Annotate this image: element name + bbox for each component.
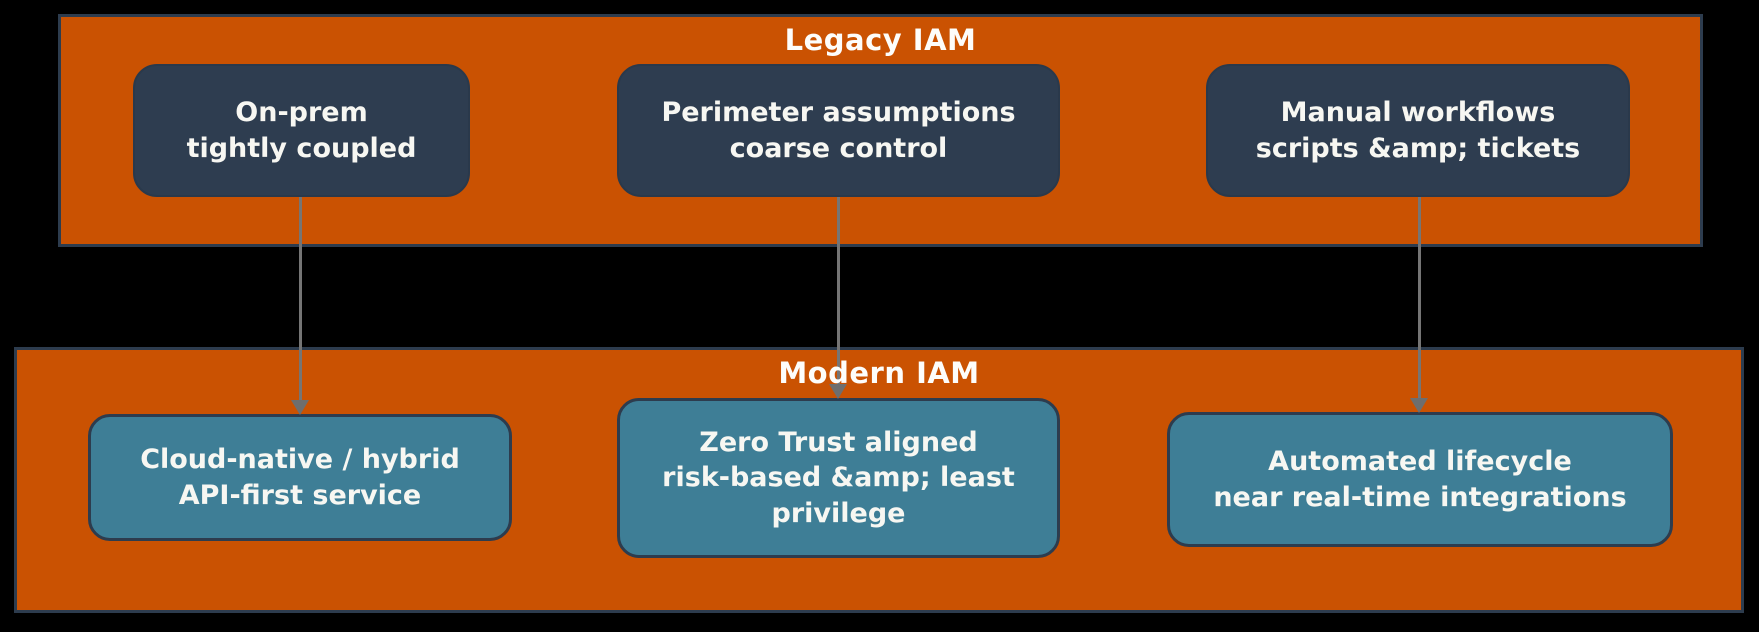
modern-iam-title: Modern IAM xyxy=(778,356,980,390)
arrowhead-down-icon xyxy=(829,384,847,399)
modern-node-zero-trust: Zero Trust aligned risk-based &amp; leas… xyxy=(617,398,1060,558)
arrow-line xyxy=(298,197,302,400)
legacy-iam-title: Legacy IAM xyxy=(784,23,977,57)
modern-node-automated-lifecycle: Automated lifecycle near real-time integ… xyxy=(1167,412,1673,547)
modern-node-cloud-native: Cloud-native / hybrid API-first service xyxy=(88,414,512,541)
connector-arrow-perimeter-to-zero-trust xyxy=(829,197,847,399)
legacy-node-manual-workflows: Manual workflows scripts &amp; tickets xyxy=(1206,64,1630,197)
arrowhead-down-icon xyxy=(291,400,309,415)
connector-arrow-on-prem-to-cloud-native xyxy=(291,197,309,415)
arrow-line xyxy=(1417,197,1421,398)
legacy-node-on-prem: On-prem tightly coupled xyxy=(133,64,470,197)
connector-arrow-manual-to-automated xyxy=(1410,197,1428,413)
arrow-line xyxy=(836,197,840,384)
legacy-node-perimeter: Perimeter assumptions coarse control xyxy=(617,64,1060,197)
arrowhead-down-icon xyxy=(1410,398,1428,413)
